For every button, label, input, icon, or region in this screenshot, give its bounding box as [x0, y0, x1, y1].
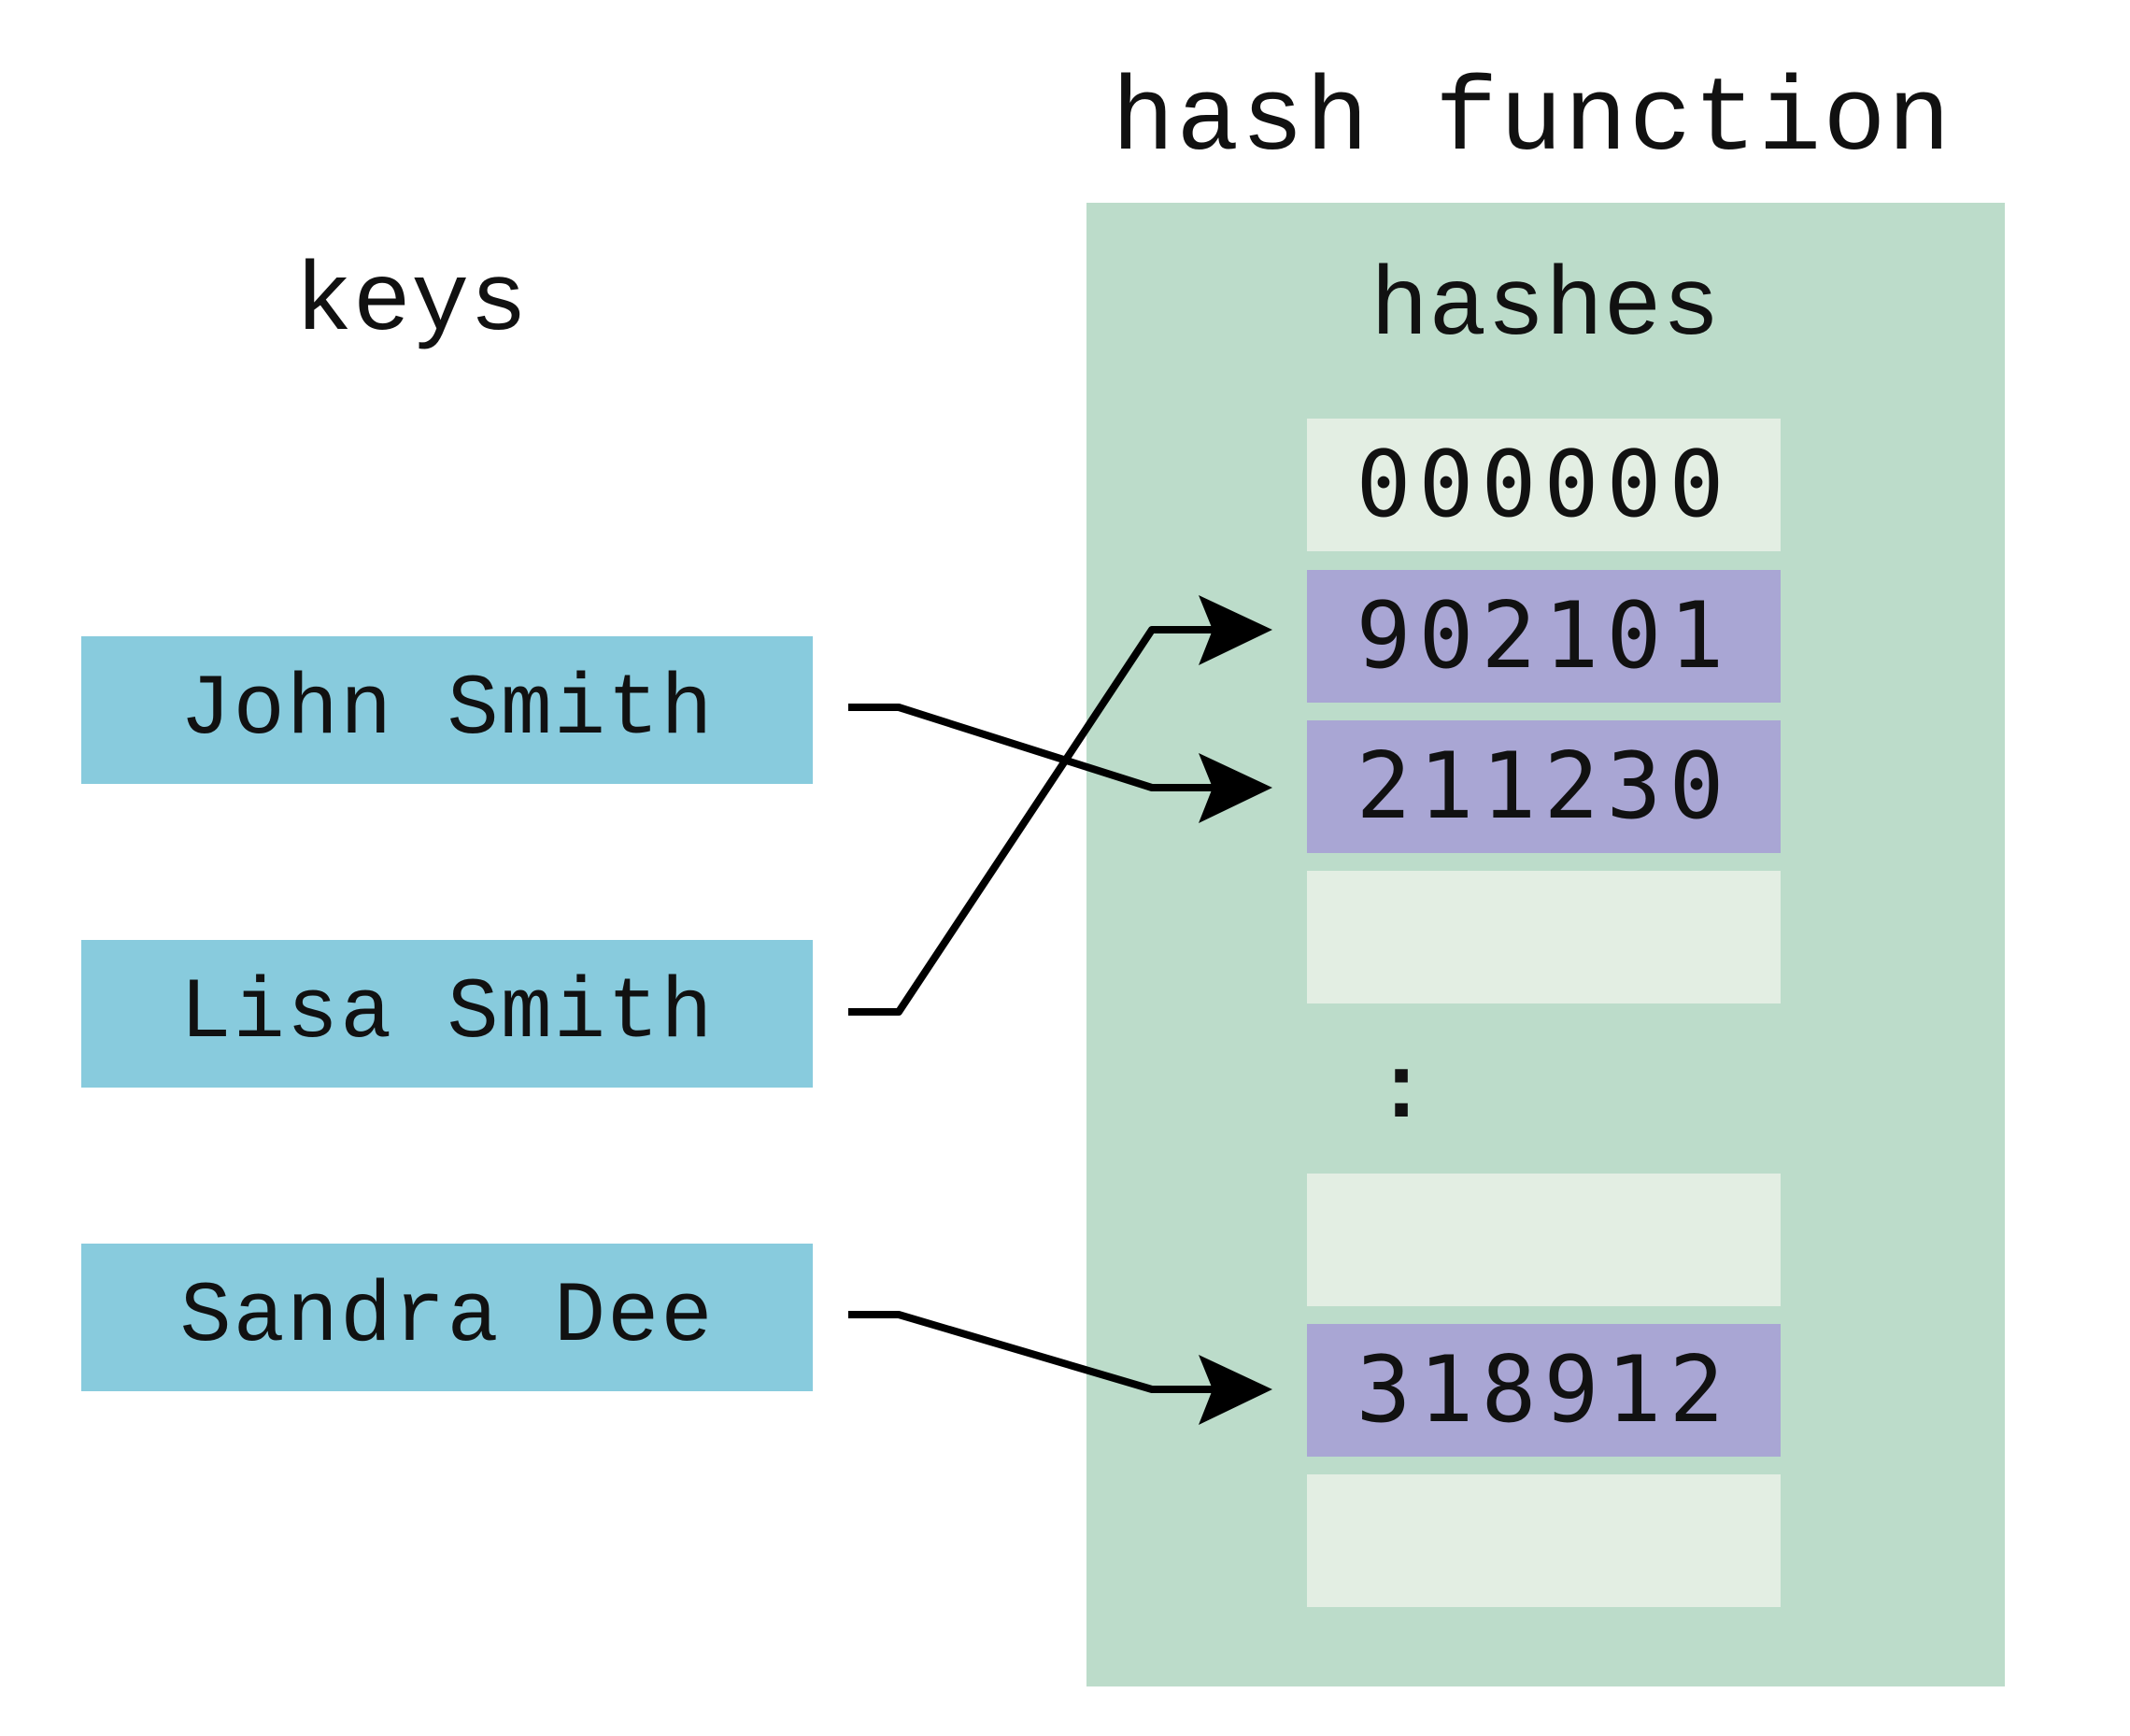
key-box-john-smith: John Smith — [81, 636, 813, 784]
diagram-title: hash function — [1112, 62, 1952, 180]
hashes-heading: hashes — [1370, 253, 1721, 363]
key-box-sandra-dee: Sandra Dee — [81, 1244, 813, 1391]
hash-slot — [1307, 1474, 1781, 1607]
key-box-lisa-smith: Lisa Smith — [81, 940, 813, 1088]
hash-slot — [1307, 1174, 1781, 1306]
hash-slot: 318912 — [1307, 1324, 1781, 1457]
hash-slot — [1307, 871, 1781, 1003]
hash-slot: 211230 — [1307, 720, 1781, 853]
ellipsis-marker: : — [1374, 1042, 1428, 1144]
hash-slot: 902101 — [1307, 570, 1781, 703]
keys-heading: keys — [294, 249, 528, 359]
hash-slot: 000000 — [1307, 419, 1781, 551]
